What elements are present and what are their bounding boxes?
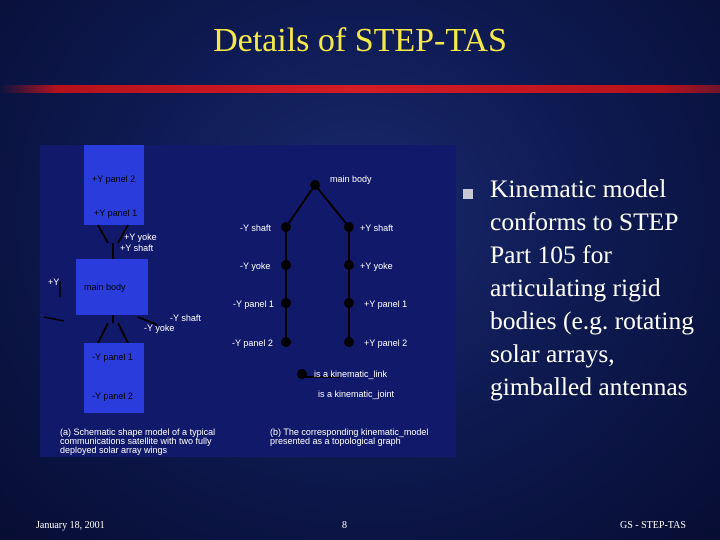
node-plus-y-panel-1: [344, 298, 354, 308]
legend-link-label: is a kinematic_link: [314, 369, 388, 379]
graph-minus-y-shaft-label: -Y shaft: [240, 223, 271, 233]
graph-plus-y-shaft-label: +Y shaft: [360, 223, 394, 233]
plus-y-yoke-left: [97, 224, 109, 244]
minus-y-panel-1-label: -Y panel 1: [92, 352, 133, 362]
graph-plus-y-panel-1-label: +Y panel 1: [364, 299, 407, 309]
footer-page-number: 8: [342, 520, 347, 531]
node-plus-y-panel-2: [344, 337, 354, 347]
graph-plus-y-panel-2-label: +Y panel 2: [364, 338, 407, 348]
plus-y-panel-2: [84, 145, 144, 185]
minus-y-yoke-right: [117, 322, 129, 344]
graph-minus-y-panel-1-label: -Y panel 1: [233, 299, 274, 309]
legend-node: [297, 369, 307, 379]
main-body-label: main body: [84, 282, 126, 292]
bullet-item: Kinematic model conforms to STEP Part 10…: [490, 174, 694, 401]
plus-y-yoke-label: +Y yoke: [124, 232, 157, 242]
plus-y-panel-2-label: +Y panel 2: [92, 174, 135, 184]
plus-y-panel-1: [84, 185, 144, 225]
node-minus-y-panel-1: [281, 298, 291, 308]
minus-y-yoke-left: [97, 322, 109, 344]
title-divider: [0, 85, 720, 93]
footer-date: January 18, 2001: [36, 520, 105, 531]
footer-presentation-name: GS - STEP-TAS: [620, 520, 686, 531]
plus-y-shaft-label: +Y shaft: [120, 243, 154, 253]
right-caption: (b) The corresponding kinematic_model pr…: [270, 427, 431, 446]
node-plus-y-shaft: [344, 222, 354, 232]
graph-edges: [285, 184, 350, 378]
graph-main-body-label: main body: [330, 174, 372, 184]
main-body-box: [76, 259, 148, 315]
axis-x-line: [43, 316, 65, 322]
graph-plus-y-yoke-label: +Y yoke: [360, 261, 393, 271]
minus-y-shaft-pointer: [137, 316, 159, 326]
left-caption: (a) Schematic shape model of a typical c…: [60, 427, 218, 455]
graph-minus-y-yoke-label: -Y yoke: [240, 261, 270, 271]
kinematic-model-figure: +Y panel 2 +Y panel 1 +Y yoke +Y shaft m…: [40, 145, 456, 457]
node-minus-y-shaft: [281, 222, 291, 232]
minus-y-panel-1: [84, 343, 144, 379]
minus-y-panel-2: [84, 379, 144, 413]
graph-nodes: [281, 180, 354, 379]
node-main-body: [310, 180, 320, 190]
figure-diagram: +Y panel 2 +Y panel 1 +Y yoke +Y shaft m…: [43, 145, 431, 455]
node-plus-y-yoke: [344, 260, 354, 270]
minus-y-panel-2-label: -Y panel 2: [92, 391, 133, 401]
axis-y-label: +Y: [48, 277, 59, 287]
minus-y-shaft-label: -Y shaft: [170, 313, 201, 323]
graph-minus-y-panel-2-label: -Y panel 2: [232, 338, 273, 348]
minus-y-yoke-label: -Y yoke: [144, 323, 174, 333]
legend-joint-label: is a kinematic_joint: [318, 389, 395, 399]
plus-y-yoke-right: [117, 224, 129, 244]
slide-title: Details of STEP-TAS: [213, 22, 507, 59]
plus-y-panel-1-label: +Y panel 1: [94, 208, 137, 218]
bullet-marker-icon: [463, 189, 473, 199]
node-minus-y-yoke: [281, 260, 291, 270]
node-minus-y-panel-2: [281, 337, 291, 347]
